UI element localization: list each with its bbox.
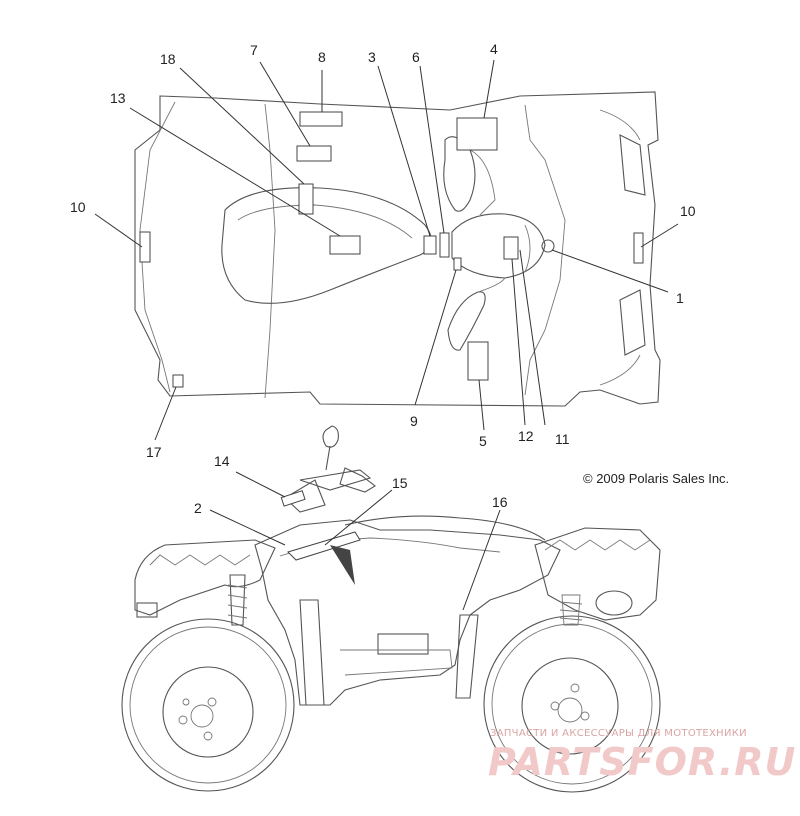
decal-10-front (633, 232, 644, 264)
decal-12 (503, 236, 519, 260)
callout-13: 13 (110, 90, 126, 106)
callout-12: 12 (518, 428, 534, 444)
decal-18 (298, 183, 314, 215)
decal-7 (296, 145, 332, 162)
watermark-logo: PARTSFOR.RU (488, 740, 796, 784)
callout-7: 7 (250, 42, 258, 58)
callout-10-front: 10 (680, 203, 696, 219)
atv-side-view: 14 2 15 16 (121, 425, 661, 793)
callout-10-rear: 10 (70, 199, 86, 215)
callout-3: 3 (368, 49, 376, 65)
callout-6: 6 (412, 49, 420, 65)
callout-4: 4 (490, 41, 498, 57)
callout-17: 17 (146, 444, 162, 460)
callout-14: 14 (214, 453, 230, 469)
decal-10-rear (139, 231, 151, 263)
copyright-text: © 2009 Polaris Sales Inc. (583, 471, 729, 486)
decal-5 (467, 341, 489, 381)
callout-18: 18 (160, 51, 176, 67)
decal-14 (280, 490, 306, 507)
watermark-tagline: ЗАПЧАСТИ И АКСЕССУАРЫ ДЛЯ МОТОТЕХНИКИ (490, 728, 747, 739)
atv-top-view: 8 7 4 18 13 3 6 10 10 1 9 5 12 11 17 (70, 41, 696, 460)
callout-11: 11 (555, 431, 570, 447)
decal-17 (172, 374, 184, 388)
decal-3 (423, 235, 437, 255)
callout-1: 1 (676, 290, 684, 306)
callout-5: 5 (479, 433, 487, 449)
callout-16: 16 (492, 494, 508, 510)
decal-13 (329, 235, 361, 255)
decal-9 (453, 257, 462, 271)
callout-8: 8 (318, 49, 326, 65)
decal-8 (299, 111, 343, 127)
decal-6 (439, 232, 450, 258)
callout-9: 9 (410, 413, 418, 429)
watermark: ЗАПЧАСТИ И АКСЕССУАРЫ ДЛЯ МОТОТЕХНИКИ PA… (488, 728, 796, 784)
callout-2: 2 (194, 500, 202, 516)
decal-4 (456, 117, 498, 151)
callout-15: 15 (392, 475, 408, 491)
